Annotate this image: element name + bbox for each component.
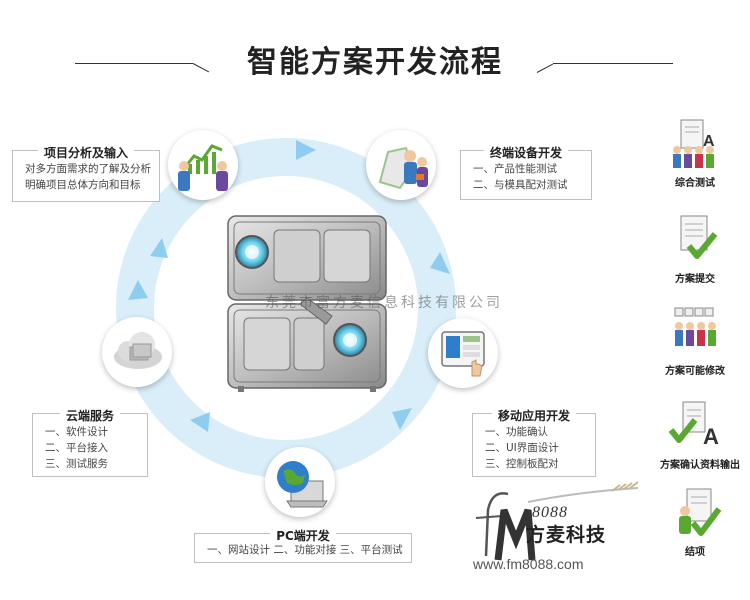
step-line: 对多方面需求的了解及分析 bbox=[25, 163, 151, 175]
arrow-icon bbox=[392, 408, 412, 430]
step-line: 三、测试服务 bbox=[45, 458, 108, 470]
mobile-node bbox=[428, 318, 498, 388]
cloud-icon bbox=[114, 332, 162, 369]
sidebar-label: 结项 bbox=[685, 547, 705, 558]
step-line: 二、平台接入 bbox=[45, 442, 108, 454]
people-chart-icon bbox=[178, 144, 228, 191]
step-title: 终端设备开发 bbox=[483, 146, 568, 160]
sidebar-label: 方案确认资料输出 bbox=[660, 460, 740, 471]
page-title: 智能方案开发流程 bbox=[247, 45, 503, 80]
sidebar-item-close: 结项 bbox=[660, 487, 730, 558]
sidebar-label: 综合测试 bbox=[675, 178, 715, 189]
step-title: 项目分析及输入 bbox=[37, 146, 134, 160]
arrow-icon bbox=[128, 280, 148, 300]
step-analysis: 项目分析及输入 对多方面需求的了解及分析 明确项目总体方向和目标 bbox=[12, 146, 160, 202]
title-rule-left bbox=[75, 63, 193, 64]
step-title: 云端服务 bbox=[59, 409, 120, 423]
logo-name: 方麦科技 bbox=[526, 524, 607, 546]
step-line: 一、产品性能测试 bbox=[473, 163, 557, 175]
step-line: 二、UI界面设计 bbox=[485, 442, 559, 454]
document-check-icon bbox=[680, 215, 718, 259]
step-terminal: 终端设备开发 一、产品性能测试 二、与模具配对测试 bbox=[460, 146, 592, 200]
step-line: 三、控制板配对 bbox=[485, 458, 559, 470]
pc-node bbox=[265, 447, 335, 517]
step-pc: PC端开发 一、网站设计 二、功能对接 三、平台测试 bbox=[194, 529, 412, 563]
arrow-icon bbox=[296, 140, 316, 160]
arrow-icon bbox=[190, 412, 210, 432]
team-edit-icon bbox=[674, 307, 716, 346]
logo-number: 8088 bbox=[532, 504, 568, 521]
svg-text:A: A bbox=[703, 424, 719, 449]
arrow-icon bbox=[430, 252, 450, 274]
tablet-touch-icon bbox=[441, 331, 485, 377]
sidebar-item-confirm-output: A 方案确认资料输出 bbox=[660, 400, 740, 471]
step-line: 二、与模具配对测试 bbox=[473, 179, 568, 191]
step-line: 一、功能确认 bbox=[485, 426, 548, 438]
step-line: 一、软件设计 bbox=[45, 426, 108, 438]
analysis-node bbox=[168, 130, 238, 200]
sidebar-label: 方案提交 bbox=[675, 274, 715, 285]
fangmai-logo bbox=[475, 481, 639, 561]
sidebar-item-modify: 方案可能修改 bbox=[660, 306, 730, 377]
sidebar-item-comprehensive-test: A 综合测试 bbox=[660, 118, 730, 189]
step-line: 明确项目总体方向和目标 bbox=[25, 179, 141, 191]
person-check-icon bbox=[679, 488, 722, 536]
step-title: 移动应用开发 bbox=[491, 409, 576, 423]
watermark: 东莞市富方麦信息科技有限公司 bbox=[265, 295, 503, 311]
sidebar-item-submit: 方案提交 bbox=[660, 214, 730, 285]
check-document-icon: A bbox=[668, 401, 719, 449]
step-cloud: 云端服务 一、软件设计 二、平台接入 三、测试服务 bbox=[32, 409, 148, 477]
sidebar-label: 方案可能修改 bbox=[665, 366, 725, 377]
step-mobile: 移动应用开发 一、功能确认 二、UI界面设计 三、控制板配对 bbox=[472, 409, 596, 477]
cloud-node bbox=[102, 317, 172, 387]
logo-url: www.fm8088.com bbox=[473, 556, 584, 572]
team-document-icon: A bbox=[673, 119, 715, 168]
product-image bbox=[227, 215, 387, 392]
svg-text:A: A bbox=[703, 133, 715, 150]
terminal-node bbox=[366, 130, 436, 200]
globe-laptop-icon bbox=[277, 461, 328, 508]
step-line: 一、网站设计 二、功能对接 三、平台测试 bbox=[207, 544, 403, 556]
arrow-icon bbox=[150, 238, 168, 258]
step-title: PC端开发 bbox=[270, 529, 336, 543]
people-device-icon bbox=[378, 146, 428, 190]
title-rule-right bbox=[553, 63, 673, 64]
